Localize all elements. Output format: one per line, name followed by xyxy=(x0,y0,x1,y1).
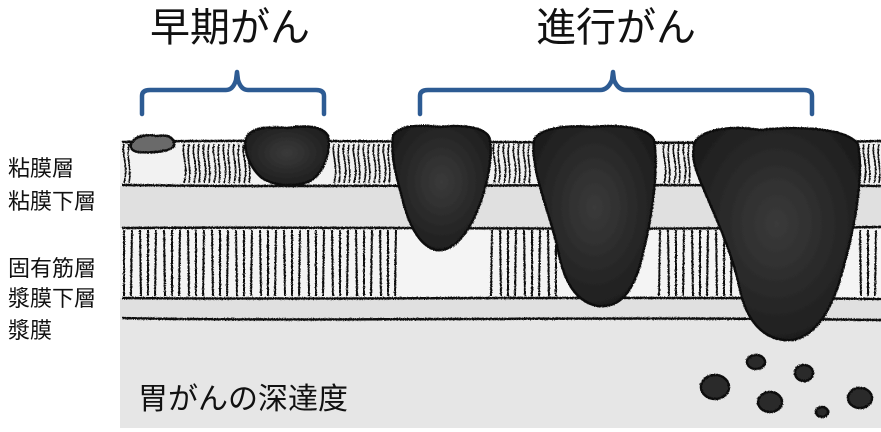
tumor-advanced-3 xyxy=(692,126,862,342)
mucosa-gland xyxy=(202,143,211,184)
muscularis-fiber xyxy=(523,229,526,297)
layer-label-submucosa: 粘膜下層 xyxy=(8,190,97,215)
subserosa-band xyxy=(120,298,881,318)
mucosa-gland xyxy=(212,143,221,184)
diagram-caption: 胃がんの深達度 xyxy=(138,382,348,417)
mucosa-glands xyxy=(122,143,881,184)
mucosa-gland xyxy=(672,143,681,184)
layer-label-serosa: 漿膜 xyxy=(8,319,53,344)
mucosa-gland xyxy=(862,143,871,184)
mucosa-gland xyxy=(192,143,201,184)
layer-label-mucosa: 粘膜層 xyxy=(8,157,75,182)
muscularis-fiber xyxy=(283,229,286,297)
serosa-background xyxy=(120,316,881,428)
muscularis-fiber xyxy=(211,229,214,297)
mucosa-gland xyxy=(662,143,671,184)
metastasis-nodule xyxy=(745,353,767,371)
mucosa-gland xyxy=(182,143,191,184)
metastasis-nodule xyxy=(846,386,874,410)
layer-label-muscularis: 固有筋層 xyxy=(8,257,97,282)
muscularis-fiber xyxy=(715,229,718,297)
metastasis-nodule xyxy=(793,363,815,383)
muscularis-fiber xyxy=(202,229,205,297)
muscularis-fiber xyxy=(379,229,382,297)
bracket-early xyxy=(139,69,327,117)
muscularis-fiber xyxy=(163,229,166,297)
muscularis-fiber xyxy=(139,229,142,297)
muscularis-fiber xyxy=(691,229,694,297)
muscularis-fiber xyxy=(274,229,277,297)
muscularis-fiber xyxy=(331,229,334,297)
mucosa-gland xyxy=(342,143,351,184)
mucosa-gland xyxy=(872,143,881,184)
muscularis-fiber xyxy=(178,229,181,297)
muscularis-fiber xyxy=(514,229,517,297)
bracket-advanced xyxy=(417,69,815,117)
mucosa-gland xyxy=(222,143,231,184)
mucosa-gland xyxy=(502,143,511,184)
tumor-advanced-1 xyxy=(391,124,492,252)
muscularis-fiber xyxy=(490,229,493,297)
tumor-advanced-2 xyxy=(532,124,657,308)
muscularis-fiber xyxy=(859,229,862,297)
mucosa-gland xyxy=(352,143,361,184)
mucosa-gland xyxy=(682,143,691,184)
mucosa-gland xyxy=(332,143,341,184)
muscularis-fiber xyxy=(259,229,262,297)
muscularis-fiber xyxy=(322,229,325,297)
muscularis-fiber xyxy=(187,229,190,297)
mucosa-gland xyxy=(372,143,381,184)
muscularis-fiber xyxy=(499,229,502,297)
mucosa-gland xyxy=(232,143,241,184)
muscularis-fiber xyxy=(667,229,670,297)
muscularis-fiber xyxy=(682,229,685,297)
muscularis-fiber xyxy=(355,229,358,297)
muscularis-fiber xyxy=(658,229,661,297)
mucosa-gland xyxy=(122,143,131,184)
mucosa-gland xyxy=(512,143,521,184)
muscularis-fiber xyxy=(298,229,301,297)
muscularis-fiber xyxy=(307,229,310,297)
muscularis-fiber xyxy=(250,229,253,297)
muscularis-fiber xyxy=(547,229,550,297)
layer-label-subserosa: 漿膜下層 xyxy=(8,287,97,312)
mucosa-gland xyxy=(492,143,501,184)
early-cancer-title: 早期がん xyxy=(150,5,310,51)
tumor-mucosal-small xyxy=(129,134,176,154)
muscularis-fiber xyxy=(370,229,373,297)
muscularis-fiber xyxy=(874,229,877,297)
muscularis-fiber xyxy=(226,229,229,297)
muscularis-fiber xyxy=(706,229,709,297)
metastasis-nodule xyxy=(756,390,784,414)
metastasis-nodule xyxy=(814,405,830,419)
mucosa-gland xyxy=(522,143,531,184)
muscularis-fiber xyxy=(394,229,397,297)
muscularis-fiber xyxy=(154,229,157,297)
muscularis-fiber xyxy=(130,229,133,297)
mucosa-gland xyxy=(362,143,371,184)
tumor-early-submucosal xyxy=(244,125,330,187)
muscularis-fiber xyxy=(346,229,349,297)
metastasis-nodule xyxy=(699,373,731,401)
mucosa-gland xyxy=(382,143,391,184)
muscularis-fibers xyxy=(123,229,877,297)
muscularis-fiber xyxy=(538,229,541,297)
muscularis-fiber xyxy=(235,229,238,297)
advanced-cancer-title: 進行がん xyxy=(536,5,696,51)
